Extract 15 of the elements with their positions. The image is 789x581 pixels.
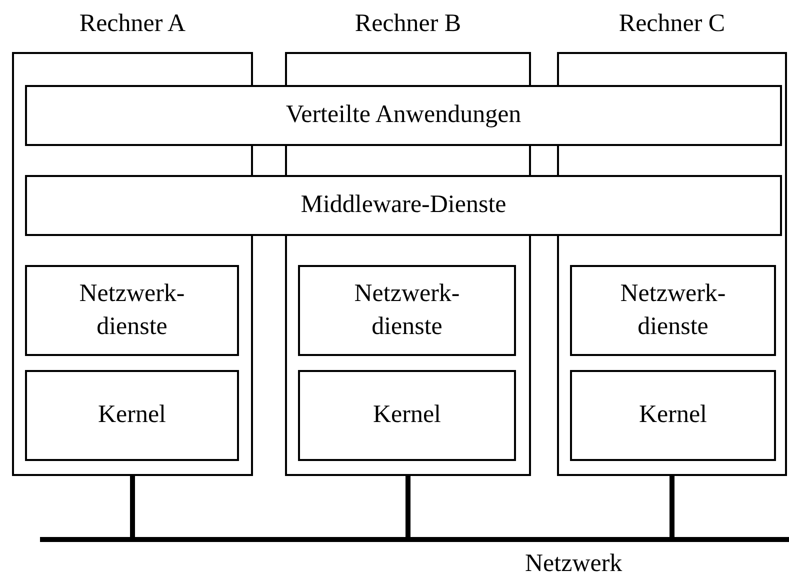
computer-label: Rechner B — [354, 10, 462, 38]
connector-line — [406, 476, 410, 537]
component-box: Netzwerk- dienste — [25, 265, 239, 356]
component-box: Netzwerk- dienste — [570, 265, 776, 356]
component-box: Netzwerk- dienste — [298, 265, 516, 356]
network-label: Netzwerk — [525, 550, 622, 578]
connector-line — [130, 476, 135, 537]
connector-line — [670, 476, 674, 537]
component-box: Kernel — [25, 370, 239, 461]
computer-label: Rechner A — [78, 10, 187, 38]
layer-band: Verteilte Anwendungen — [25, 85, 782, 146]
component-box: Kernel — [298, 370, 516, 461]
computer-label: Rechner C — [618, 10, 726, 38]
layer-band: Middleware-Dienste — [25, 175, 782, 236]
component-box: Kernel — [570, 370, 776, 461]
